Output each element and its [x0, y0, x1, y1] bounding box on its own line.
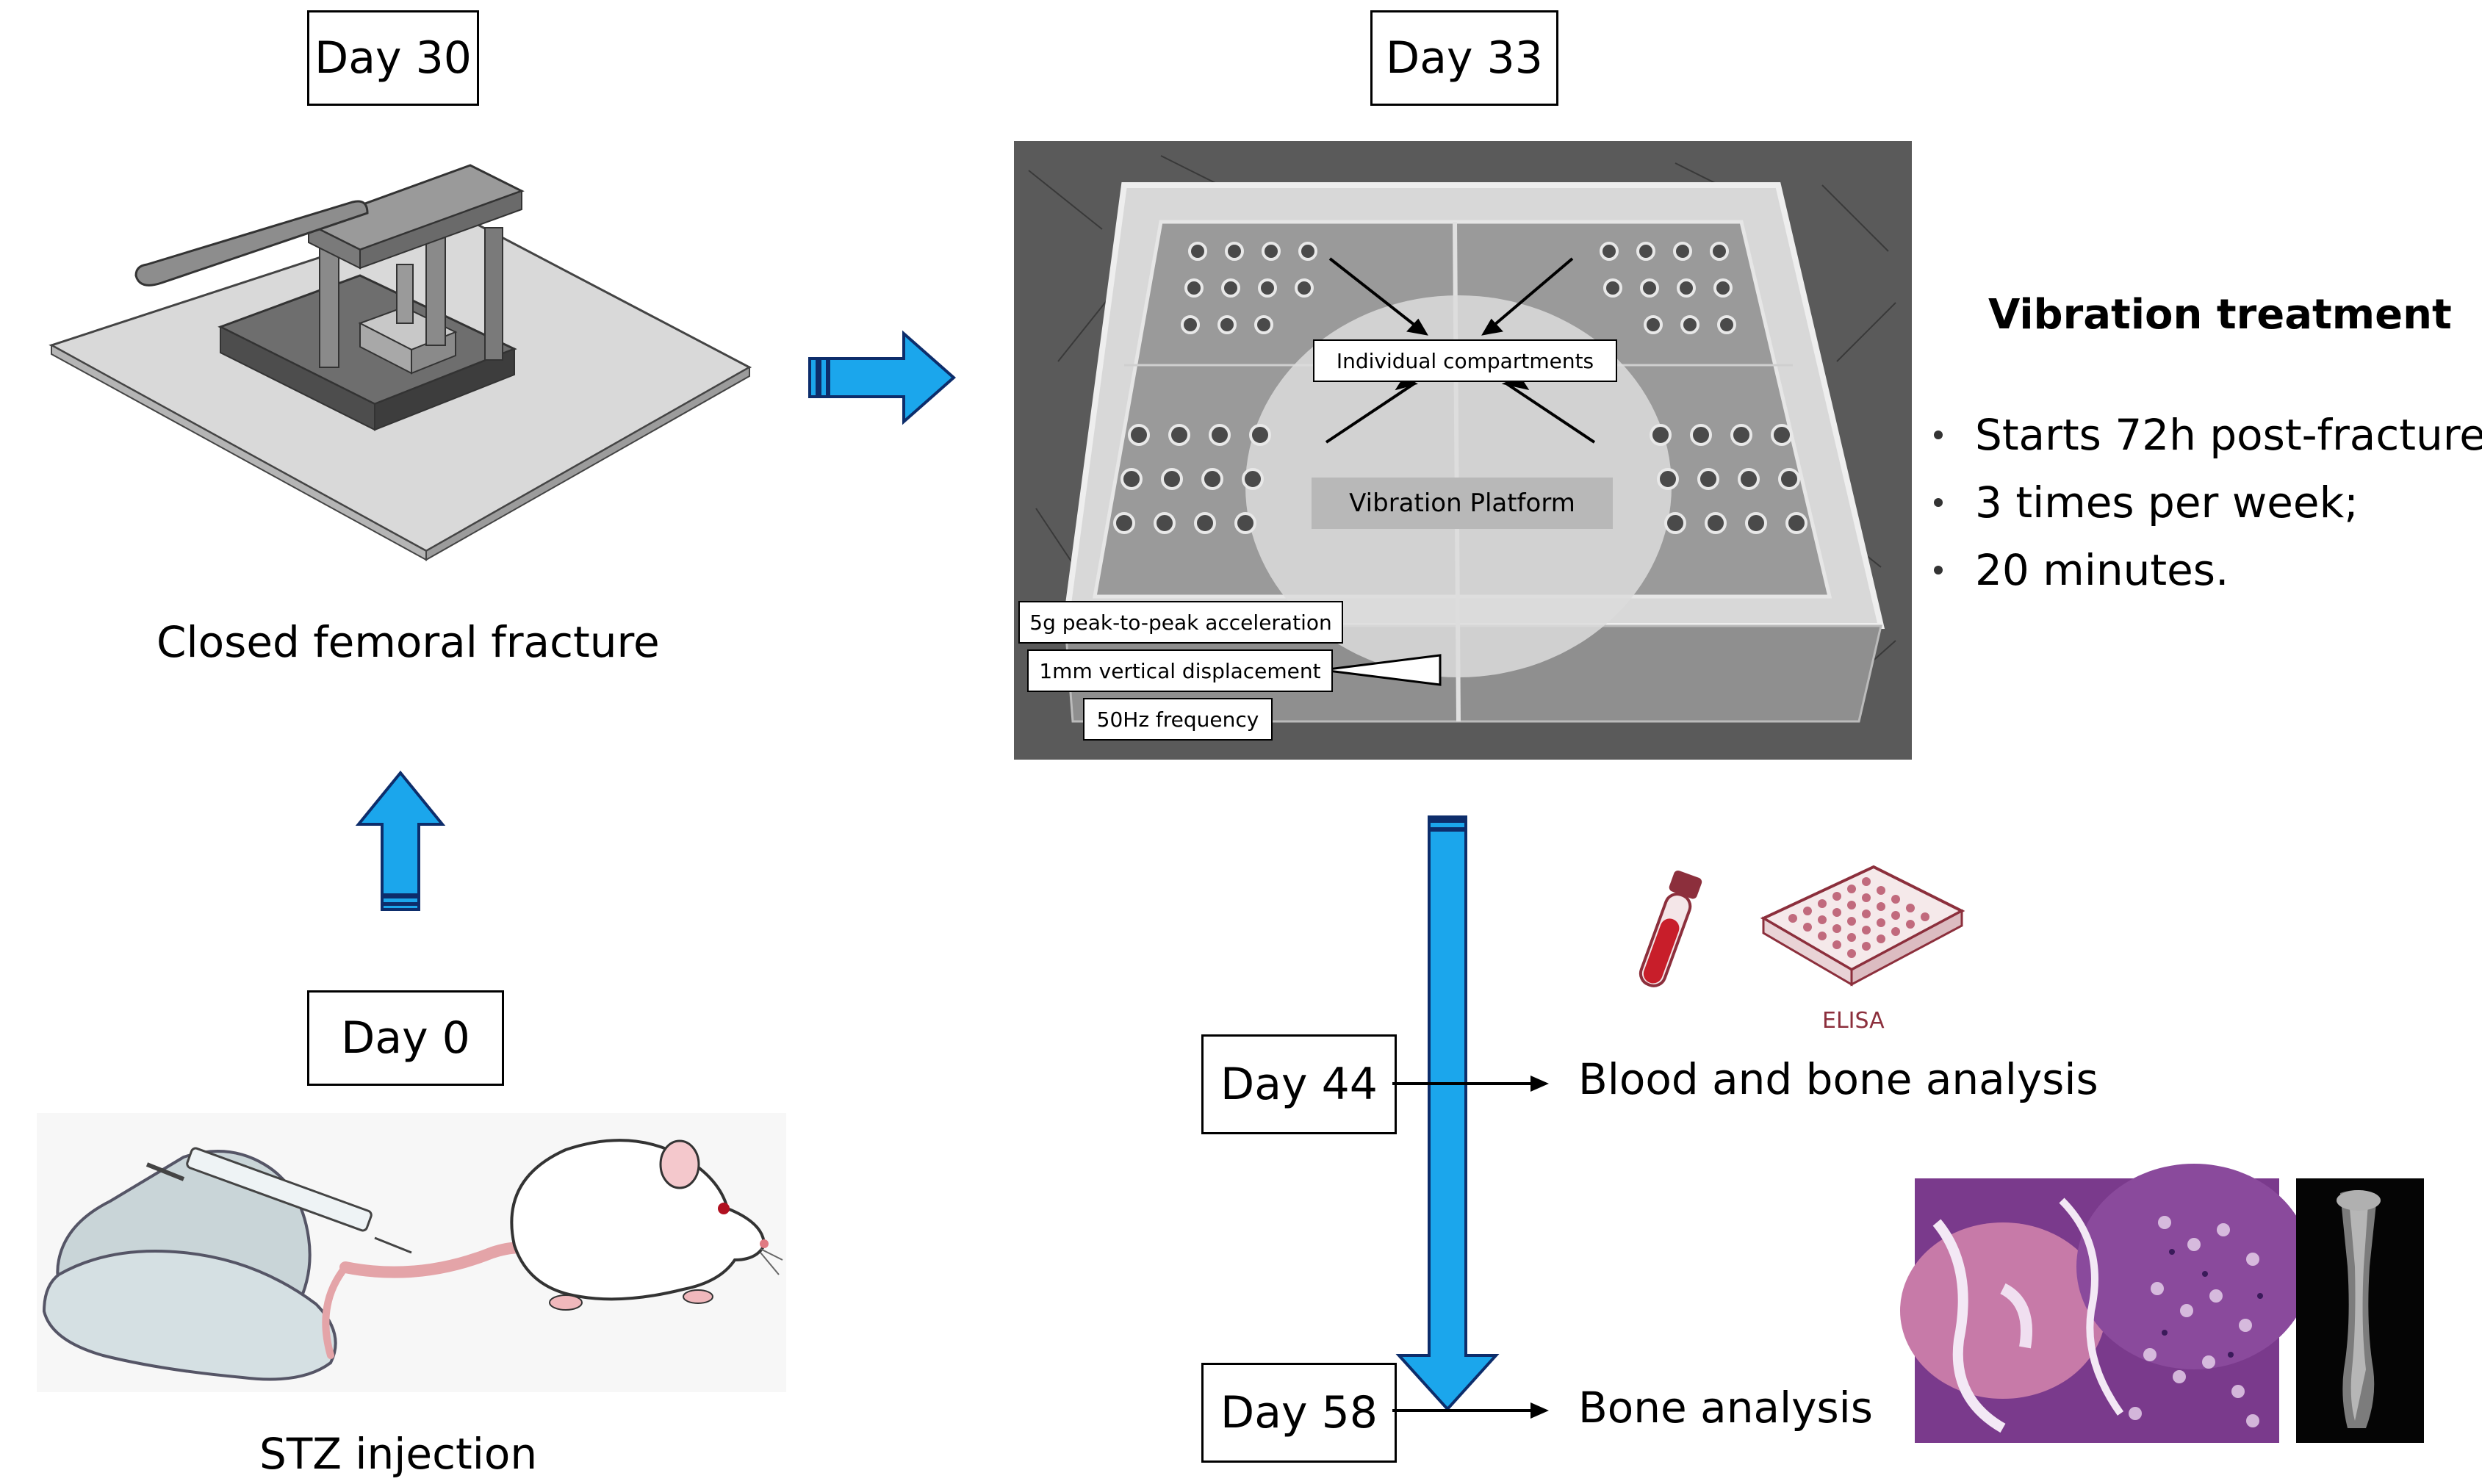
platform-label: Vibration Platform: [1349, 489, 1575, 518]
day-44-arrow: [1392, 1076, 1549, 1092]
frequency-label: 50Hz frequency: [1096, 707, 1259, 732]
elisa-plate-icon: [1760, 865, 1965, 987]
frequency-box: 50Hz frequency: [1083, 698, 1273, 741]
elisa-label: ELISA: [1822, 1008, 1885, 1034]
right-arrow: [808, 330, 957, 425]
acceleration-box: 5g peak-to-peak acceleration: [1018, 601, 1343, 644]
day-30-box: Day 30: [307, 10, 479, 106]
compartments-label-box: Individual compartments: [1313, 339, 1617, 382]
vibration-item: Starts 72h post-fracture;: [1934, 401, 2482, 469]
displacement-box: 1mm vertical displacement: [1027, 649, 1333, 692]
stz-injection-illustration: [37, 1113, 786, 1392]
displacement-label: 1mm vertical displacement: [1039, 658, 1321, 683]
vibration-title: Vibration treatment: [1988, 291, 2452, 339]
injection-caption: STZ injection: [259, 1429, 538, 1479]
day-44-label: Day 44: [1220, 1059, 1378, 1110]
up-arrow: [355, 770, 446, 911]
day-30-label: Day 30: [314, 32, 472, 84]
day-58-label: Day 58: [1220, 1387, 1378, 1438]
day-0-label: Day 0: [341, 1012, 470, 1064]
fracture-caption: Closed femoral fracture: [157, 617, 660, 667]
acceleration-label: 5g peak-to-peak acceleration: [1029, 610, 1332, 635]
day-0-box: Day 0: [307, 990, 504, 1086]
vibration-platform-photo: [1014, 141, 1912, 760]
day-58-box: Day 58: [1201, 1363, 1397, 1463]
vibration-item: 20 minutes.: [1934, 536, 2482, 604]
vibration-item: 3 times per week;: [1934, 469, 2482, 536]
platform-label-box: Vibration Platform: [1312, 478, 1613, 529]
vibration-list: Starts 72h post-fracture; 3 times per we…: [1934, 401, 2482, 604]
day-33-box: Day 33: [1370, 10, 1558, 106]
fracture-device-illustration: [48, 164, 752, 561]
day-58-arrow: [1392, 1402, 1549, 1419]
compartments-label: Individual compartments: [1336, 348, 1594, 373]
day-33-label: Day 33: [1386, 32, 1543, 84]
day-44-box: Day 44: [1201, 1034, 1397, 1134]
bone-analysis-label: Bone analysis: [1578, 1383, 1873, 1433]
blood-tube-icon: [1639, 870, 1702, 987]
timeline-down-arrow: [1395, 815, 1500, 1411]
xray-image: [2296, 1178, 2424, 1443]
histology-image: [1900, 1164, 2312, 1443]
blood-bone-analysis-label: Blood and bone analysis: [1578, 1054, 2098, 1104]
